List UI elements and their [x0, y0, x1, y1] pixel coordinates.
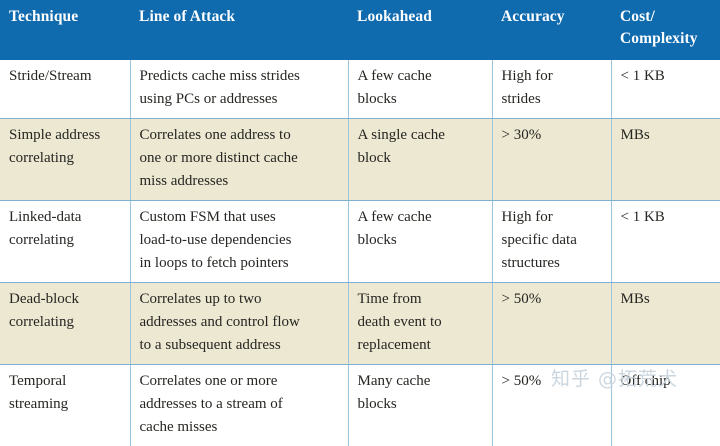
cell-line-of-attack: Correlates up to two addresses and contr… — [130, 283, 348, 365]
cell-technique: Simple address correlating — [0, 119, 130, 201]
cell-line: Stride/Stream — [9, 65, 121, 88]
cell-line: streaming — [9, 393, 121, 416]
cell-cost-complexity: MBs — [611, 283, 720, 365]
cell-technique: Linked-data correlating — [0, 201, 130, 283]
cell-line-of-attack: Correlates one or more addresses to a st… — [130, 365, 348, 446]
cell-accuracy: > 50% — [492, 365, 611, 446]
cell-lookahead: A single cache block — [348, 119, 492, 201]
cell-lookahead: A few cache blocks — [348, 201, 492, 283]
table-header-row: Technique Line of Attack Lookahead Accur… — [0, 0, 720, 60]
cell-line: Off chip — [621, 370, 712, 393]
cell-accuracy: > 30% — [492, 119, 611, 201]
table-row: Temporal streaming Correlates one or mor… — [0, 365, 720, 446]
table-body: Stride/Stream Predicts cache miss stride… — [0, 60, 720, 446]
cell-line: replacement — [358, 334, 483, 357]
cell-accuracy: High for specific data structures — [492, 201, 611, 283]
column-header-line-of-attack: Line of Attack — [130, 0, 348, 60]
cell-line: > 50% — [502, 370, 602, 393]
cell-line: Time from — [358, 288, 483, 311]
cell-accuracy: > 50% — [492, 283, 611, 365]
column-header-technique: Technique — [0, 0, 130, 60]
cell-line: cache misses — [140, 416, 339, 439]
cell-line: Correlates one or more — [140, 370, 339, 393]
table-header: Technique Line of Attack Lookahead Accur… — [0, 0, 720, 60]
cell-technique: Dead-block correlating — [0, 283, 130, 365]
cell-line: Custom FSM that uses — [140, 206, 339, 229]
cell-line: > 50% — [502, 288, 602, 311]
cell-line: in loops to fetch pointers — [140, 252, 339, 275]
cell-line: correlating — [9, 147, 121, 170]
cell-line: block — [358, 147, 483, 170]
cell-line: using PCs or addresses — [140, 88, 339, 111]
cell-line: Correlates up to two — [140, 288, 339, 311]
table-row: Linked-data correlating Custom FSM that … — [0, 201, 720, 283]
cell-line-of-attack: Predicts cache miss strides using PCs or… — [130, 60, 348, 119]
cell-lookahead: Time from death event to replacement — [348, 283, 492, 365]
column-header-technique-line-1: Technique — [9, 6, 121, 28]
cell-line: load-to-use dependencies — [140, 229, 339, 252]
column-header-accuracy: Accuracy — [492, 0, 611, 60]
cell-line: < 1 KB — [621, 206, 712, 229]
cell-line: High for — [502, 206, 602, 229]
cell-cost-complexity: MBs — [611, 119, 720, 201]
cell-line: strides — [502, 88, 602, 111]
column-header-cost-complexity-line-2: Complexity — [620, 28, 711, 50]
cell-lookahead: Many cache blocks — [348, 365, 492, 446]
cell-line: death event to — [358, 311, 483, 334]
cell-line: Correlates one address to — [140, 124, 339, 147]
cell-line: Dead-block — [9, 288, 121, 311]
cell-line: structures — [502, 252, 602, 275]
cell-line: specific data — [502, 229, 602, 252]
table-row: Simple address correlating Correlates on… — [0, 119, 720, 201]
column-header-cost-complexity-line-1: Cost/ — [620, 6, 711, 28]
cell-line: > 30% — [502, 124, 602, 147]
cell-line: one or more distinct cache — [140, 147, 339, 170]
cell-cost-complexity: < 1 KB — [611, 201, 720, 283]
column-header-lookahead: Lookahead — [348, 0, 492, 60]
cell-line-of-attack: Correlates one address to one or more di… — [130, 119, 348, 201]
cell-line: < 1 KB — [621, 65, 712, 88]
column-header-line-of-attack-line-1: Line of Attack — [139, 6, 339, 28]
cell-line: A single cache — [358, 124, 483, 147]
cell-technique: Temporal streaming — [0, 365, 130, 446]
cell-line: MBs — [621, 124, 712, 147]
cell-line: Temporal — [9, 370, 121, 393]
cell-accuracy: High for strides — [492, 60, 611, 119]
table-row: Stride/Stream Predicts cache miss stride… — [0, 60, 720, 119]
table-screenshot: Technique Line of Attack Lookahead Accur… — [0, 0, 720, 422]
column-header-lookahead-line-1: Lookahead — [357, 6, 483, 28]
cell-line: MBs — [621, 288, 712, 311]
cell-line: correlating — [9, 229, 121, 252]
column-header-accuracy-line-1: Accuracy — [501, 6, 602, 28]
cell-cost-complexity: Off chip — [611, 365, 720, 446]
cell-lookahead: A few cache blocks — [348, 60, 492, 119]
cell-line: High for — [502, 65, 602, 88]
cell-line: correlating — [9, 311, 121, 334]
cell-line: blocks — [358, 393, 483, 416]
cell-line: addresses and control flow — [140, 311, 339, 334]
cell-line: blocks — [358, 229, 483, 252]
cell-cost-complexity: < 1 KB — [611, 60, 720, 119]
cell-line-of-attack: Custom FSM that uses load-to-use depende… — [130, 201, 348, 283]
column-header-cost-complexity: Cost/ Complexity — [611, 0, 720, 60]
cell-line: to a subsequent address — [140, 334, 339, 357]
cell-line: Predicts cache miss strides — [140, 65, 339, 88]
cell-line: A few cache — [358, 65, 483, 88]
cell-line: Simple address — [9, 124, 121, 147]
cell-line: Many cache — [358, 370, 483, 393]
cell-line: blocks — [358, 88, 483, 111]
cell-technique: Stride/Stream — [0, 60, 130, 119]
table-row: Dead-block correlating Correlates up to … — [0, 283, 720, 365]
cell-line: Linked-data — [9, 206, 121, 229]
cell-line: A few cache — [358, 206, 483, 229]
cell-line: miss addresses — [140, 170, 339, 193]
cell-line: addresses to a stream of — [140, 393, 339, 416]
